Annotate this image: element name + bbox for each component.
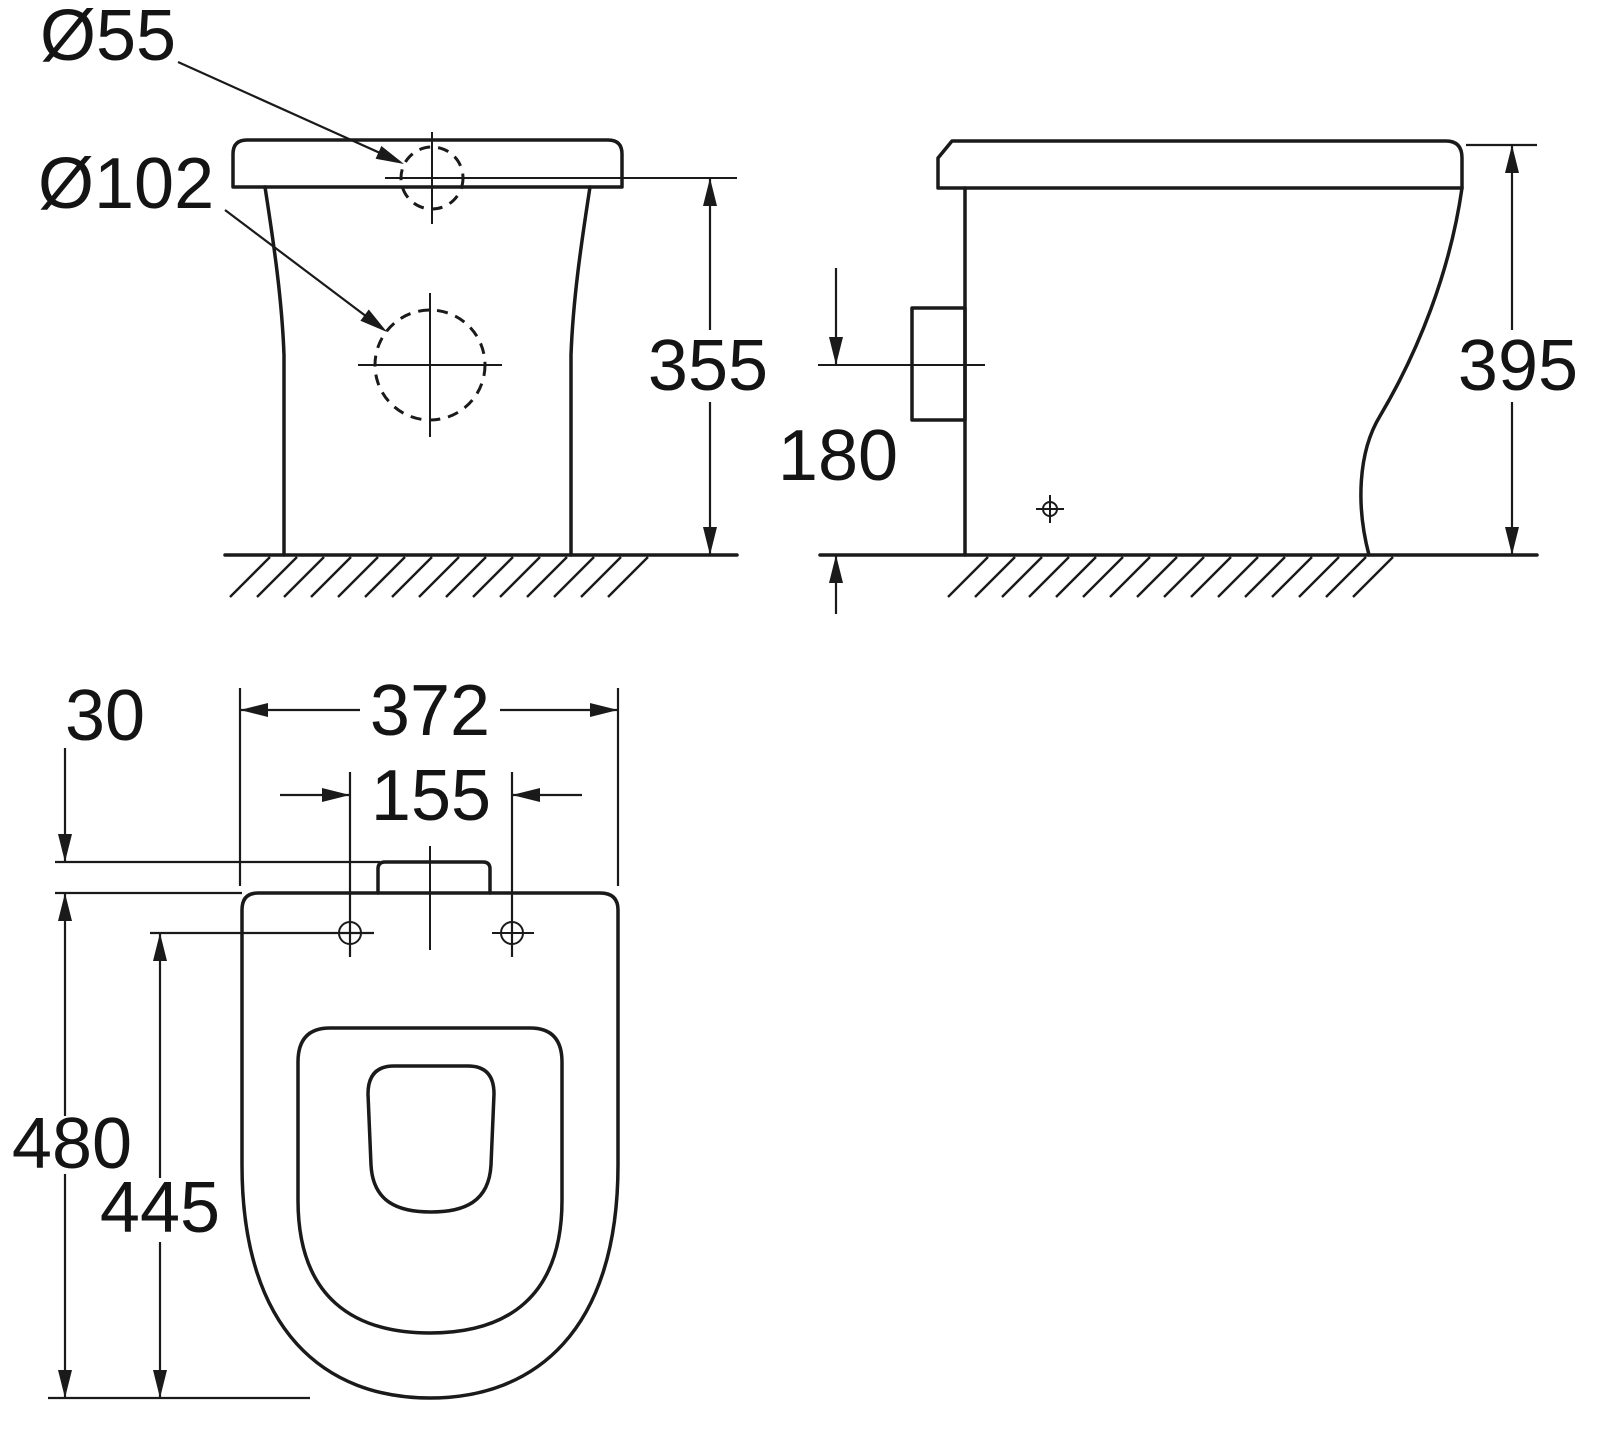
plan-inner-opening bbox=[296, 1026, 564, 1335]
dim-label-front-height: 355 bbox=[648, 326, 768, 406]
dim-label-hinge-spacing: 155 bbox=[371, 756, 491, 836]
front-rim-outline bbox=[231, 138, 624, 189]
side-rim-outline bbox=[936, 139, 1464, 190]
dim-label-outlet-height: 180 bbox=[778, 416, 898, 496]
front-body-outline bbox=[263, 185, 592, 557]
large-hole-crosshair bbox=[358, 293, 502, 437]
dim-label-side-height: 395 bbox=[1458, 326, 1578, 406]
dim-arrow-30 bbox=[58, 834, 72, 862]
side-body-outline bbox=[963, 186, 1464, 557]
leader-lines bbox=[177, 60, 401, 330]
dim-label-plan-width: 372 bbox=[370, 671, 490, 751]
drain-target-cross bbox=[1036, 495, 1064, 523]
plan-hinge-tab bbox=[376, 860, 492, 895]
small-hole-crosshair bbox=[385, 132, 737, 224]
dim-label-inner-depth: 445 bbox=[100, 1168, 220, 1248]
front-ground-hatching bbox=[229, 556, 649, 598]
plan-view: 30 372 155 480 445 bbox=[12, 671, 620, 1400]
side-view: 395 180 bbox=[778, 139, 1578, 614]
dim-label-large-hole-diameter: Ø102 bbox=[38, 144, 214, 224]
leader-arrowheads bbox=[360, 146, 404, 332]
plan-water-surface bbox=[366, 1064, 496, 1214]
dim-label-lid-offset: 30 bbox=[65, 676, 145, 756]
front-view: Ø55 Ø102 355 bbox=[38, 0, 768, 598]
dim-label-small-hole-diameter: Ø55 bbox=[40, 0, 176, 76]
side-ground-hatching bbox=[947, 556, 1394, 598]
dim-label-plan-depth: 480 bbox=[12, 1104, 132, 1184]
plan-seat-outline bbox=[240, 891, 620, 1400]
plan-extension-lines bbox=[48, 688, 620, 1400]
